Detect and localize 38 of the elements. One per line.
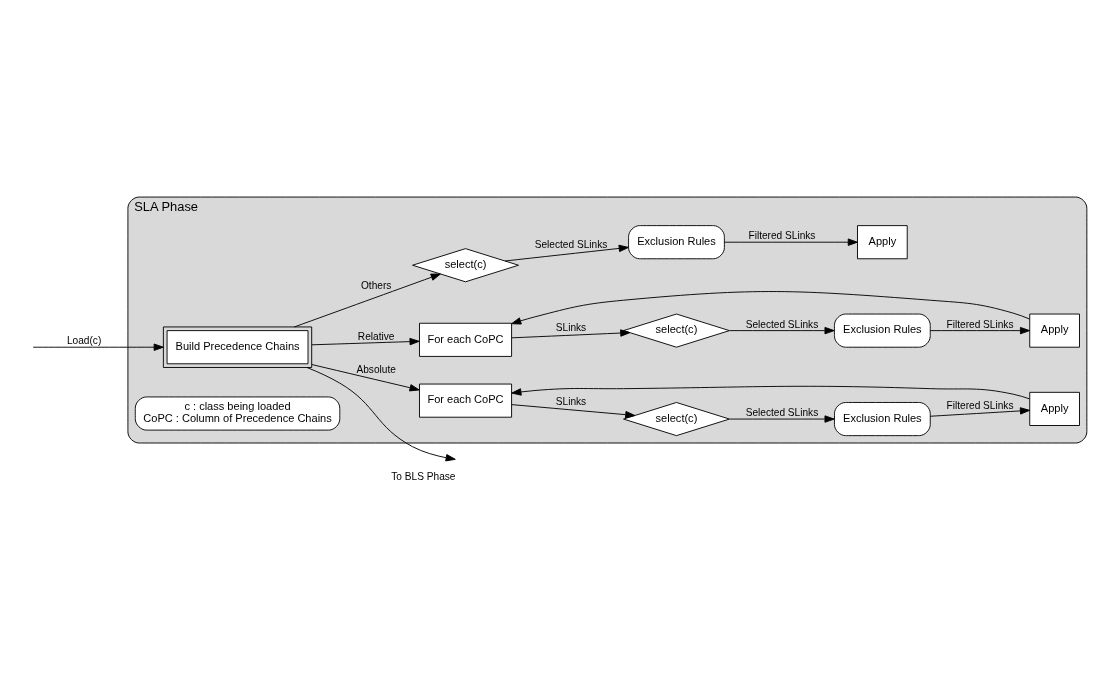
node-box: Exclusion Rules bbox=[834, 313, 931, 348]
edge-label: Relative bbox=[357, 330, 395, 342]
edge-label: SLinks bbox=[555, 396, 587, 408]
edge-label: Selected SLinks bbox=[534, 238, 608, 250]
edge-label: To BLS Phase bbox=[391, 471, 456, 483]
node-box: Apply bbox=[1029, 313, 1080, 348]
arrow bbox=[311, 337, 420, 346]
arrow bbox=[293, 273, 441, 328]
edge-label: Filtered SLinks bbox=[946, 399, 1014, 411]
arrow bbox=[729, 326, 835, 335]
arrow bbox=[504, 244, 629, 262]
edge-label: SLinks bbox=[555, 322, 587, 334]
node-box: For each CoPC bbox=[419, 383, 513, 418]
node-diamond: select(c) bbox=[623, 313, 730, 348]
edge-label: Load(c) bbox=[66, 335, 102, 347]
arrow bbox=[724, 238, 858, 246]
node-box: For each CoPC bbox=[419, 322, 513, 357]
node-box: Exclusion Rules bbox=[628, 225, 725, 260]
arrow bbox=[311, 364, 420, 392]
arrow bbox=[511, 404, 636, 419]
node-box: Apply bbox=[857, 225, 908, 260]
arrow bbox=[729, 415, 835, 423]
arrow bbox=[306, 367, 456, 462]
edge-label: Selected SLinks bbox=[745, 318, 819, 330]
arrow bbox=[929, 407, 1031, 417]
edge-label: Others bbox=[360, 279, 392, 291]
edge-label: Filtered SLinks bbox=[748, 230, 816, 242]
arrow bbox=[511, 385, 1031, 400]
edge-label: Absolute bbox=[356, 363, 396, 375]
edge-label: Filtered SLinks bbox=[946, 318, 1014, 330]
edge-label: Selected SLinks bbox=[745, 407, 819, 419]
node-box: Exclusion Rules bbox=[834, 402, 931, 437]
node-box: Apply bbox=[1029, 391, 1080, 426]
arrow bbox=[511, 329, 631, 339]
arrow bbox=[511, 291, 1031, 325]
node-box: c : class being loaded CoPC : Column of Precedence Chains bbox=[134, 396, 341, 431]
arrow bbox=[929, 326, 1031, 335]
arrow bbox=[32, 343, 164, 351]
